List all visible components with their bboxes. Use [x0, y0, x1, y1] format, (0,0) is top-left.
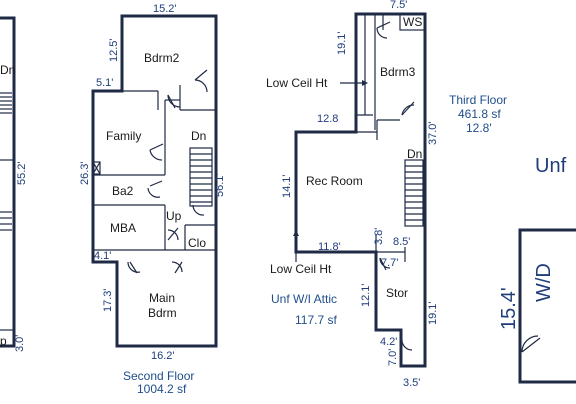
dim-19-1-top: 19.1'	[336, 31, 348, 55]
dim-15-4: 15.4'	[498, 287, 520, 330]
dim-5-1: 5.1'	[96, 77, 113, 89]
second-floor-plan: Bdrm2 Family Ba2 MBA Main Bdrm Clo Dn Up…	[79, 3, 226, 396]
caption-third-floor-height: 12.8'	[466, 121, 492, 135]
room-ws: WS	[403, 15, 422, 29]
right-partial-plan: Unf W/D 15.4'	[498, 155, 576, 384]
left-dim-3-0: 3.0'	[14, 335, 26, 352]
stairs-icon	[404, 159, 424, 227]
dim-26-3: 26.3'	[79, 161, 91, 185]
caption-third-floor-sf: 461.8 sf	[458, 107, 501, 121]
dim-top: 15.2'	[153, 3, 177, 15]
room-clo: Clo	[188, 236, 206, 250]
dim-12-8: 12.8	[317, 113, 338, 125]
door-swing-icon	[127, 69, 208, 274]
dim-7-0: 7.0'	[387, 349, 399, 366]
low-ceil-note-top: Low Ceil Ht	[266, 76, 328, 90]
left-bottom-label: p	[0, 334, 7, 348]
dim-14-1: 14.1'	[281, 174, 293, 198]
caption-third-floor: Third Floor	[449, 93, 507, 107]
dim-8-5: 8.5'	[393, 236, 410, 248]
dim-12-1: 12.1'	[360, 283, 372, 307]
dim-12-5: 12.5'	[108, 38, 120, 62]
dim-19-1-bottom: 19.1'	[427, 301, 439, 325]
dim-7-7: 7.7'	[381, 257, 398, 269]
door-swing-icon	[376, 21, 415, 351]
dim-17-3: 17.3'	[102, 288, 114, 312]
wd-label: W/D	[533, 263, 555, 302]
low-ceil-note-bottom: Low Ceil Ht	[270, 262, 332, 276]
dim-bottom: 16.2'	[151, 350, 175, 362]
dim-56-1: 56.1'	[214, 173, 226, 197]
dim-11-8: 11.8'	[318, 241, 341, 253]
unf-label: Unf	[535, 155, 567, 177]
dim-4-2: 4.2'	[380, 336, 397, 348]
caption-second-floor: Second Floor	[123, 369, 194, 383]
third-floor-plan: Bdrm3 Rec Room Stor WS Dn Low Ceil Ht Lo…	[266, 0, 507, 389]
dim-4-1: 4.1'	[94, 250, 111, 262]
room-stor: Stor	[386, 286, 408, 300]
door-swing-icon	[521, 335, 541, 353]
room-mba: MBA	[110, 221, 136, 235]
stairs-dn-label: Dn	[407, 147, 422, 161]
stairs-icon	[189, 147, 213, 207]
room-main-line2: Bdrm	[148, 306, 177, 320]
dim-7-5: 7.5'	[390, 0, 407, 11]
room-rec: Rec Room	[306, 174, 363, 188]
room-ba2: Ba2	[112, 184, 134, 198]
dim-3-5: 3.5'	[403, 377, 420, 389]
dim-3-8: 3.8'	[373, 228, 385, 245]
room-bdrm3: Bdrm3	[380, 65, 416, 79]
caption-attic: Unf W/I Attic	[271, 292, 337, 306]
stairs-dn-label: Dn	[191, 129, 206, 143]
room-family: Family	[106, 129, 141, 143]
left-dn-label: Dn	[0, 63, 15, 77]
stairs-up-label: Up	[166, 209, 182, 223]
room-bdrm2: Bdrm2	[144, 51, 180, 65]
caption-attic-sf: 117.7 sf	[295, 313, 337, 327]
stairs-icon	[0, 92, 12, 231]
left-partial-plan: Dn 55.2' p 3.0'	[0, 16, 28, 352]
room-main-line1: Main	[149, 291, 175, 305]
caption-second-floor-sf: 1004.2 sf	[137, 382, 187, 396]
dim-37-0: 37.0'	[427, 121, 439, 145]
left-dim-55-2: 55.2'	[16, 161, 28, 185]
